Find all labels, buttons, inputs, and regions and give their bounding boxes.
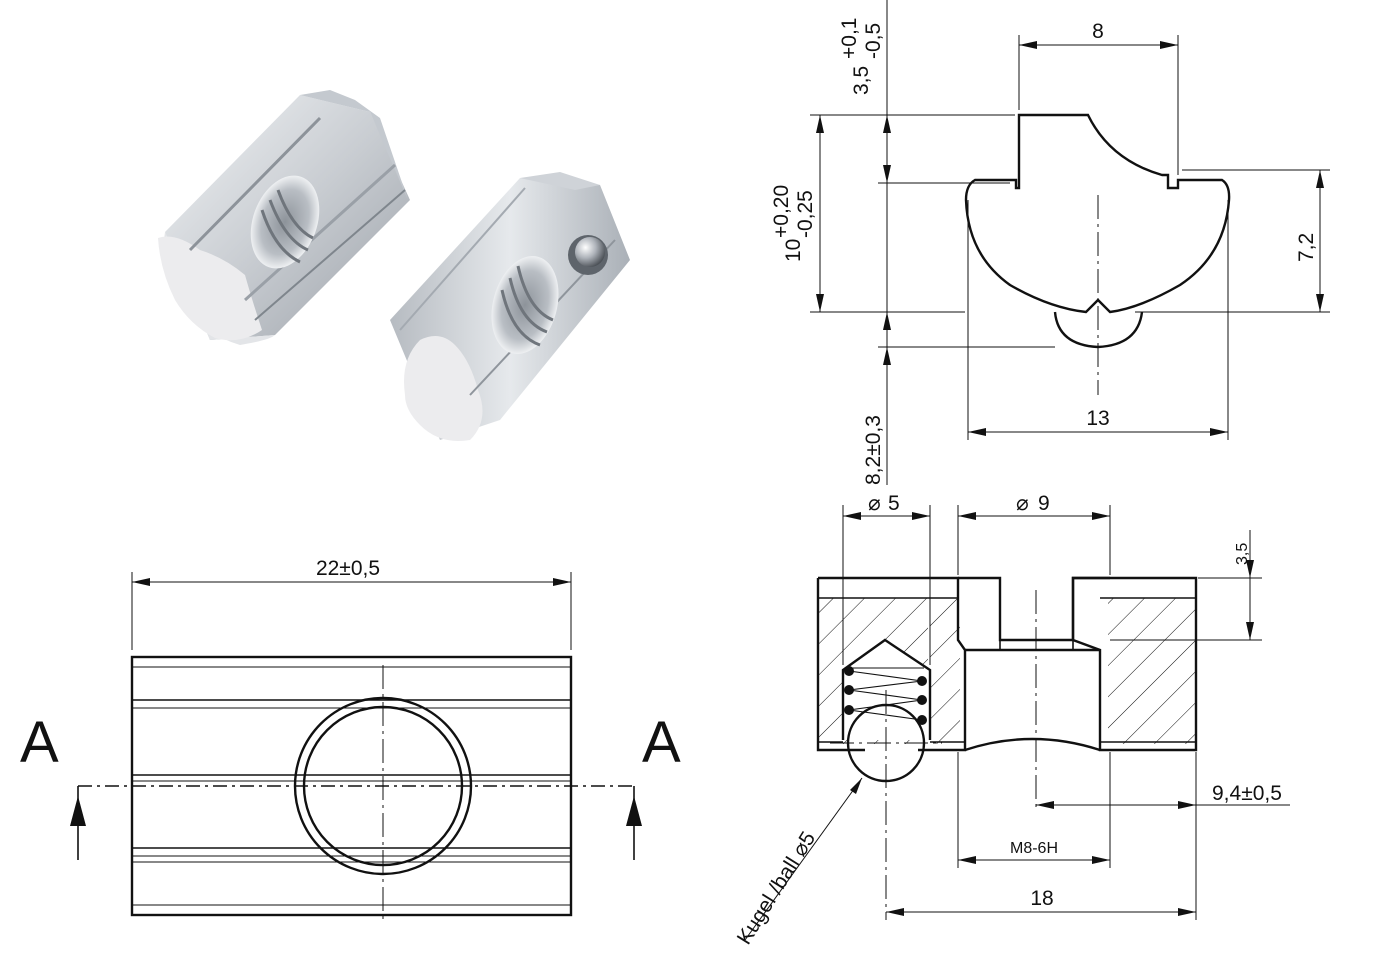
svg-text:3,5: 3,5 (850, 66, 873, 95)
counterbore-dimension: 9 (1038, 492, 1050, 515)
svg-text:-0,25: -0,25 (794, 190, 817, 238)
svg-text:10: 10 (782, 239, 805, 262)
ball-label-text: Kugel /ball (733, 853, 804, 948)
height-top-dimension: 3,5 +0,1 -0,5 (838, 18, 885, 95)
svg-text:+0,1: +0,1 (838, 18, 861, 59)
depth-dimension: 3,5 (1234, 543, 1251, 565)
ball-hole-dimension: 5 (888, 492, 900, 515)
svg-text:+0,20: +0,20 (770, 185, 793, 238)
section-marker-left: A (20, 710, 59, 775)
slot-nut-right-photo (390, 172, 630, 441)
thread-dimension: M8-6H (1010, 840, 1058, 857)
height-total-dimension: 10 +0,20 -0,25 (770, 185, 817, 262)
profile-view: 8 3,5 +0,1 -0,5 10 +0,20 -0,25 8,2±0,3 (770, 0, 1330, 485)
length-dimension-section: 18 (1030, 887, 1053, 910)
length-dimension: 22±0,5 (316, 557, 380, 580)
slot-nut-left-photo (158, 90, 410, 345)
svg-text:⌀: ⌀ (1016, 492, 1029, 515)
width-top-dimension: 8 (1092, 20, 1104, 43)
ball-label: Kugel /ball ⌀5 (733, 828, 820, 949)
section-marker-right: A (642, 710, 681, 775)
section-arrow-left (70, 796, 86, 826)
profile-outline (964, 113, 1231, 314)
offset-dimension: 9,4±0,5 (1212, 782, 1282, 805)
width-bottom-dimension: 13 (1086, 407, 1109, 430)
diameter-icon: ⌀ (868, 492, 881, 515)
ball-height-dimension: 8,2±0,3 (862, 415, 885, 485)
svg-text:Kugel /ball ⌀5: Kugel /ball ⌀5 (733, 828, 820, 949)
svg-text:-0,5: -0,5 (862, 23, 885, 59)
section-view: Kugel /ball ⌀5 ⌀ 5 ⌀ 9 3,5 9,4±0,5 (733, 492, 1290, 949)
top-view: A A 22±0,5 (20, 557, 681, 920)
section-arrow-right (626, 796, 642, 826)
height-right-dimension: 7,2 (1295, 233, 1318, 262)
slot-nut-photo-icon (158, 90, 630, 441)
